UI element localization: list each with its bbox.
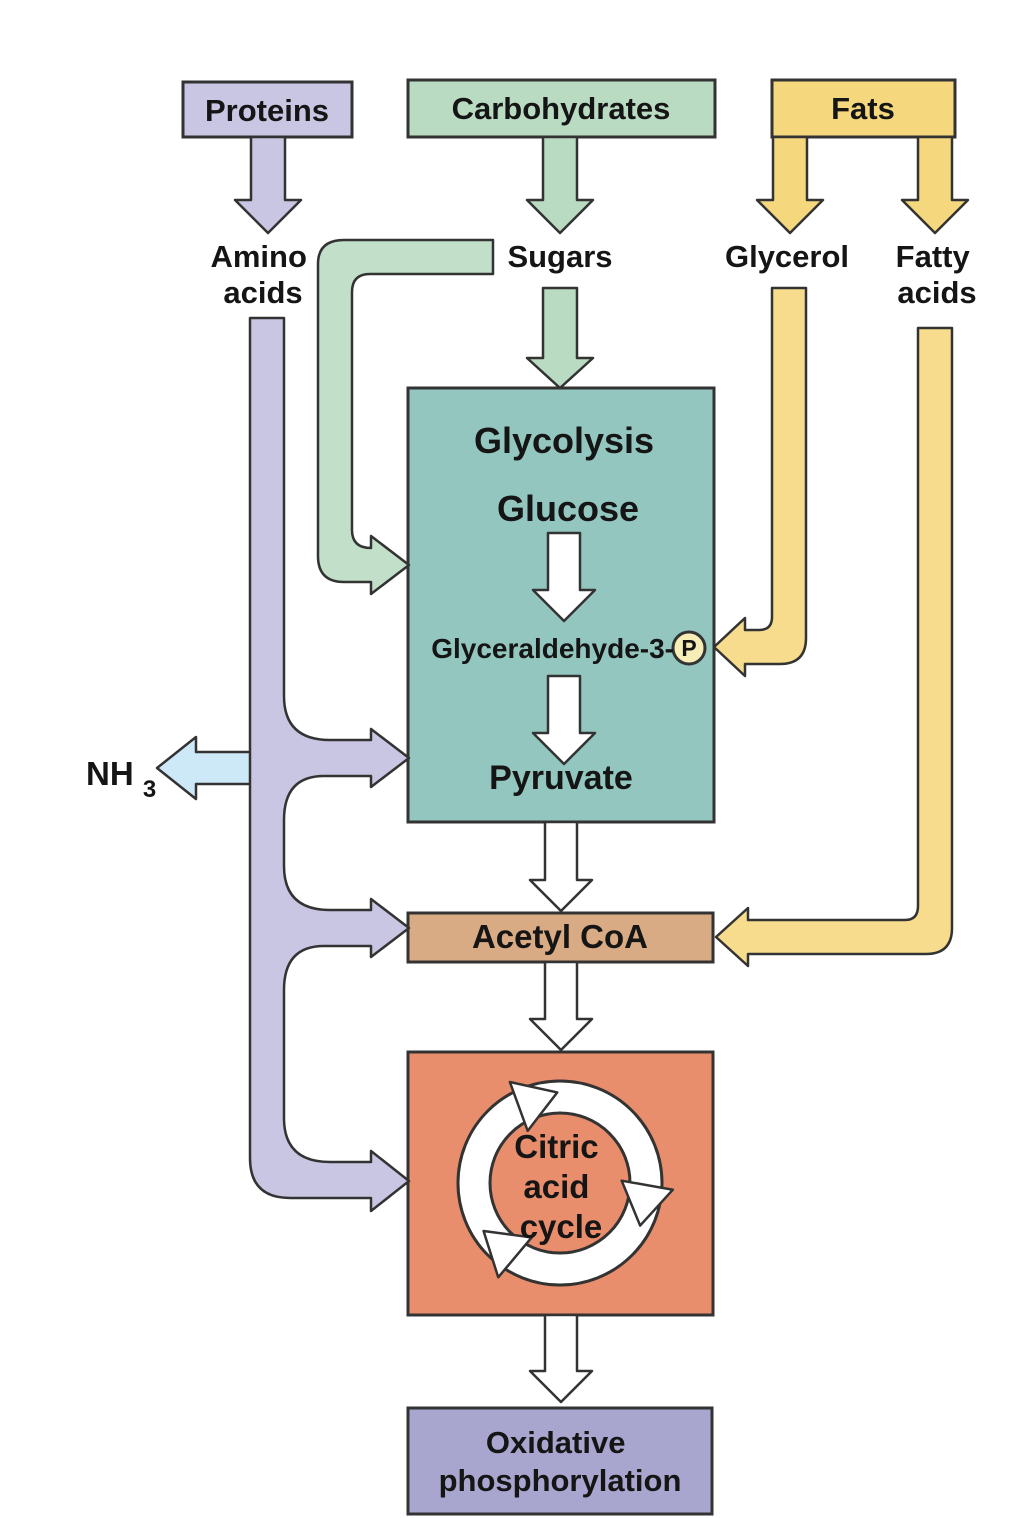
acetyl-coa-label: Acetyl CoA [472,918,648,955]
glycolysis-to-acetyl-arrow [528,820,594,913]
phosphate-circle-icon [671,630,707,666]
fats-to-glycerol-arrow [755,135,825,235]
proteins-box [181,80,354,139]
citric-line-1: Citric [514,1128,598,1165]
proteins-to-amino-acids-arrow [233,135,303,235]
amino-acids-line-1: Amino [210,239,306,274]
glucose-to-glyceraldehyde-arrow [531,531,597,623]
ring-arrowhead-right-icon [620,1179,675,1227]
oxidative-phosphorylation-box [406,1406,714,1516]
nh3-subscript: 3 [143,776,156,803]
glucose-label: Glucose [497,488,639,529]
acetyl-to-citric-arrow [528,960,594,1052]
sugars-pipe [316,238,495,596]
fatty-acids-label: Fatty acids [896,239,979,310]
citric-acid-cycle-label: Citric acid cycle [514,1128,608,1245]
glycolysis-title: Glycolysis [474,420,654,461]
oxphos-line-2: phosphorylation [439,1463,682,1498]
fatty-acids-line-2: acids [897,275,976,310]
nh3-base: NH [86,755,134,792]
citric-to-oxphos-arrow [528,1313,594,1404]
amino-acids-pipe [248,316,411,1213]
pyruvate-label: Pyruvate [489,759,633,797]
fatty-acids-pipe [714,326,954,968]
phosphate-letter: P [681,635,696,661]
carbohydrates-box [406,78,717,139]
oxphos-line-1: Oxidative [486,1425,626,1460]
glycerol-pipe [712,286,808,678]
ring-arrowhead-top-icon [508,1080,559,1133]
nh3-arrow [155,735,260,801]
sugars-to-glycolysis-arrow [525,286,595,390]
fatty-acids-line-1: Fatty [896,239,971,274]
proteins-label: Proteins [205,93,329,128]
carbohydrates-label: Carbohydrates [452,91,671,126]
amino-acids-label: Amino acids [210,239,315,310]
glyceraldehyde-label: Glyceraldehyde-3- [431,633,674,664]
amino-acids-line-2: acids [223,275,302,310]
sugars-label: Sugars [507,239,612,274]
fats-to-fatty-acids-arrow [900,135,970,235]
glyceraldehyde-to-pyruvate-arrow [531,674,597,766]
ring-arrowhead-bottom-icon [482,1229,533,1279]
citric-line-2: acid [523,1168,589,1205]
citric-line-3: cycle [520,1208,603,1245]
glycerol-label: Glycerol [725,239,849,274]
carbohydrates-to-sugars-arrow [525,135,595,235]
oxidative-phosphorylation-label: Oxidative phosphorylation [439,1425,682,1498]
nh3-label: NH 3 [86,755,156,803]
fats-label: Fats [831,91,895,126]
fats-box [770,78,957,139]
